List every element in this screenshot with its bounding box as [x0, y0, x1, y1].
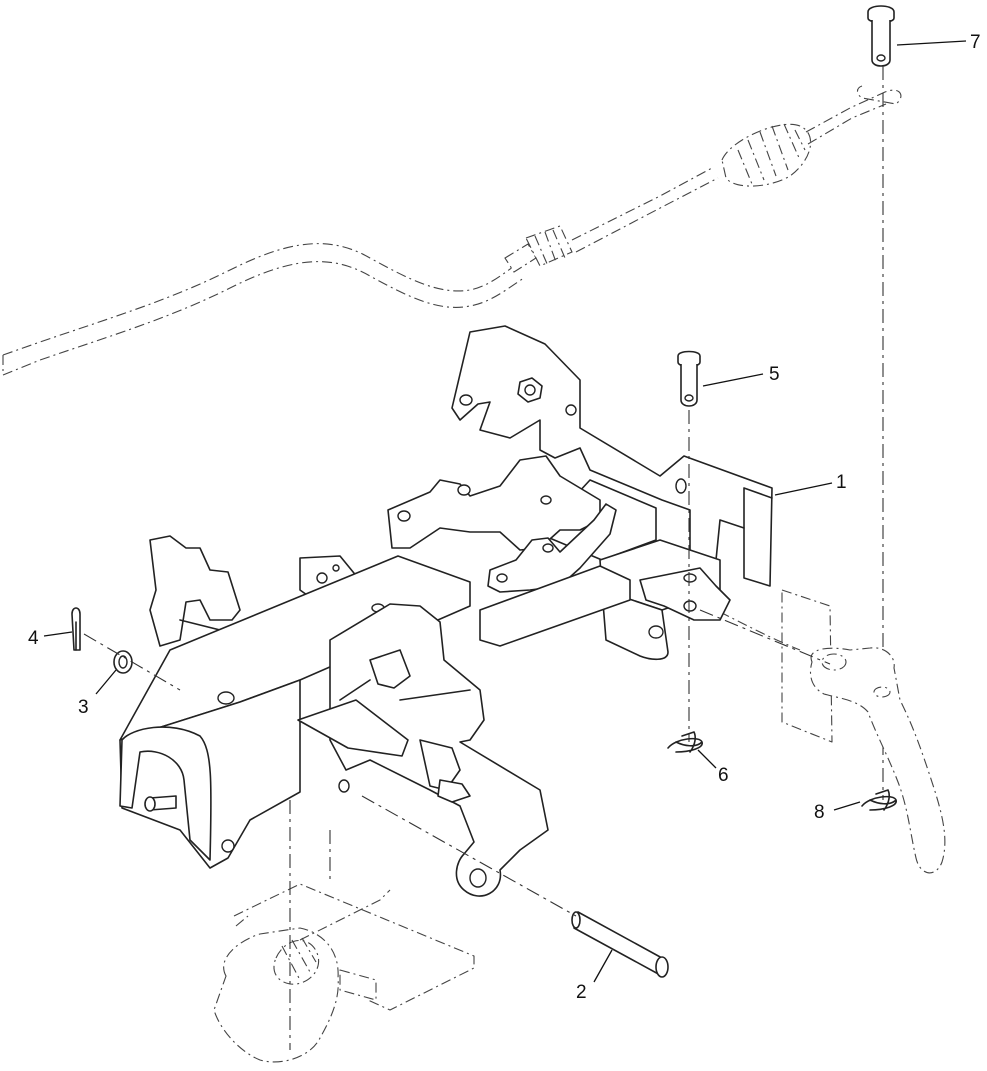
callouts: 1 2 3 4 5 6 7 8 [28, 32, 981, 1003]
leader-lines [43, 40, 967, 983]
callout-6: 6 [718, 765, 729, 786]
part-4-cotter-pin [71, 607, 81, 651]
control-frame-assembly [119, 325, 773, 897]
part-6-hairpin-clip [667, 731, 703, 753]
part-8-hairpin-clip [861, 789, 897, 811]
callout-4: 4 [28, 628, 39, 649]
callout-5: 5 [769, 364, 780, 385]
callout-1: 1 [836, 472, 847, 493]
part-5-clevis-pin [677, 350, 701, 407]
control-cable [2, 85, 902, 376]
brake-bracket-ghost [213, 883, 475, 1063]
part-3-washer [113, 650, 133, 674]
callout-2: 2 [576, 982, 587, 1003]
callout-3: 3 [78, 697, 89, 718]
shift-lever [719, 589, 946, 874]
part-2-pivot-pin [361, 795, 669, 978]
callout-7: 7 [970, 32, 981, 53]
callout-8: 8 [814, 802, 825, 823]
part-7-clevis-pin [867, 5, 895, 67]
